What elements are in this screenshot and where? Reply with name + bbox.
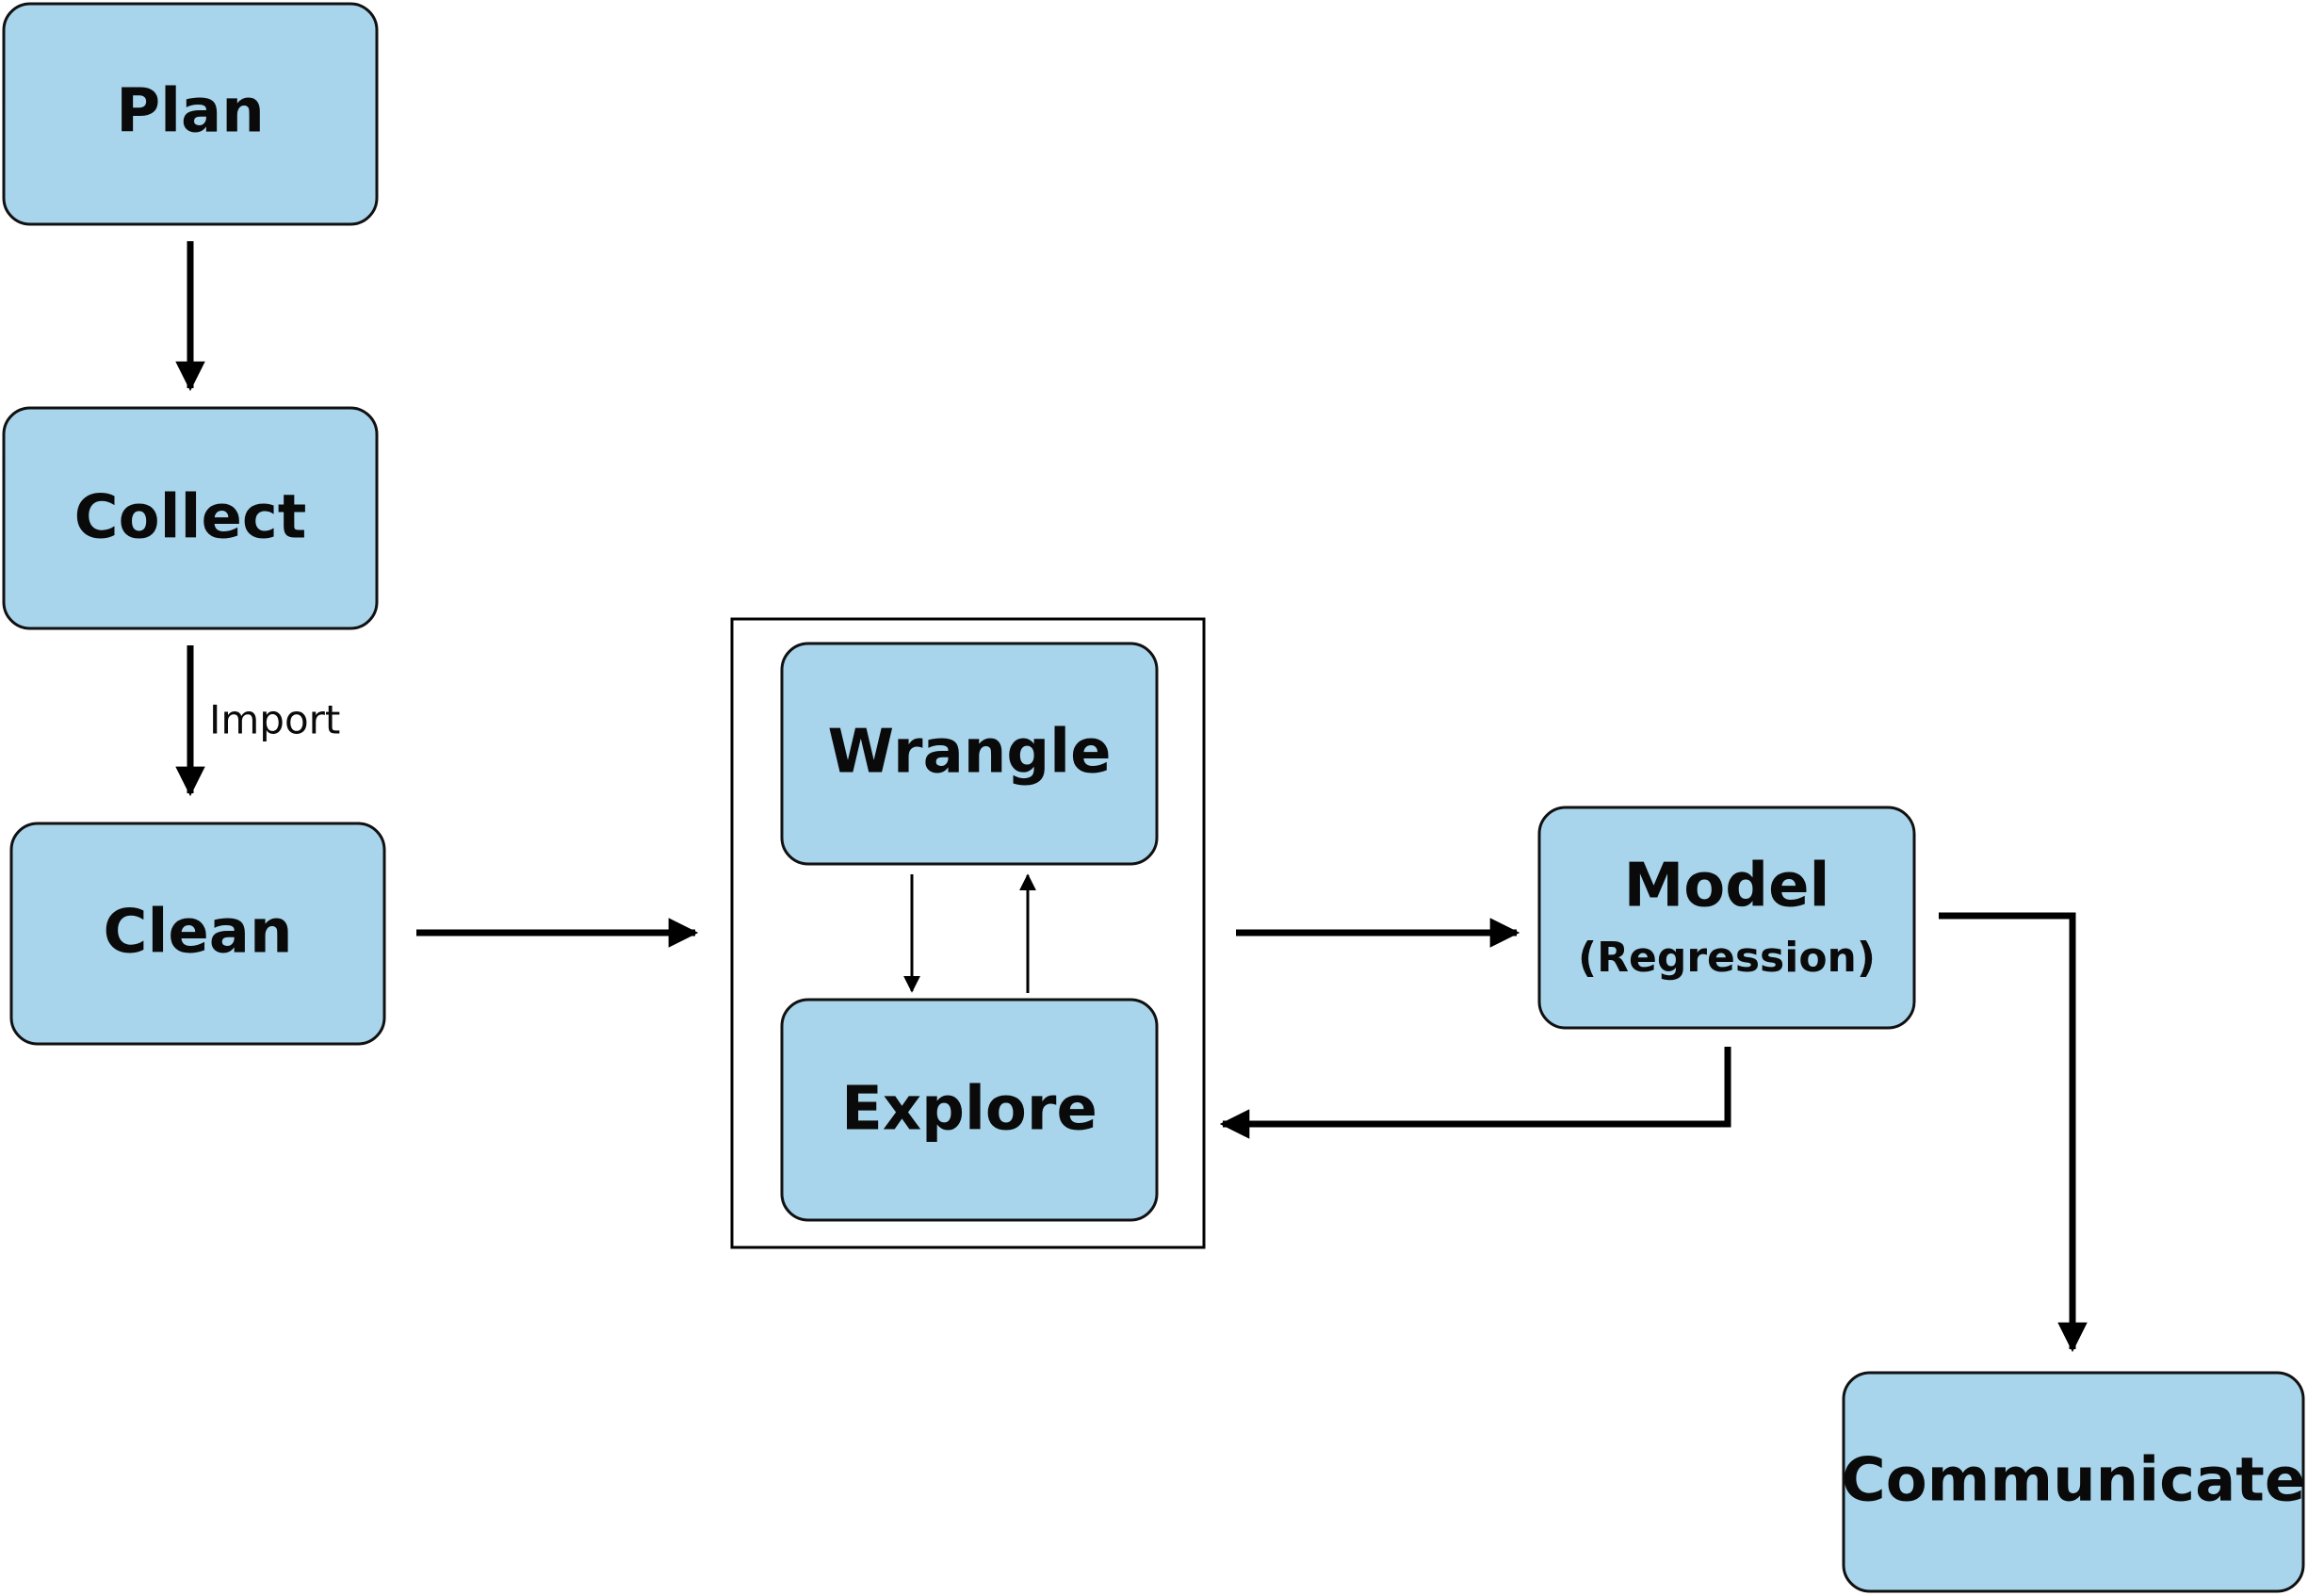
plan-label: Plan (116, 77, 265, 147)
clean-label: Clean (103, 898, 292, 968)
import-edge-label: Import (209, 697, 340, 743)
wrangle-node: Wrangle (780, 642, 1159, 866)
wrangle-label: Wrangle (828, 718, 1112, 788)
collect-node: Collect (2, 406, 379, 630)
arrow-model-to-communicate (1939, 912, 2088, 1353)
model-node: Model (Regression) (1537, 806, 1916, 1030)
collect-label: Collect (74, 483, 307, 553)
clean-node: Clean (9, 822, 386, 1046)
model-label: Model (1624, 852, 1830, 921)
model-sublabel: (Regression) (1578, 934, 1876, 982)
communicate-node: Communicate (1842, 1371, 2306, 1593)
explore-label: Explore (841, 1075, 1097, 1145)
plan-node: Plan (2, 2, 379, 226)
arrow-model-to-group (1219, 1047, 1731, 1139)
wrangle-explore-group (730, 617, 1206, 1249)
communicate-label: Communicate (1842, 1446, 2306, 1516)
explore-node: Explore (780, 998, 1159, 1222)
